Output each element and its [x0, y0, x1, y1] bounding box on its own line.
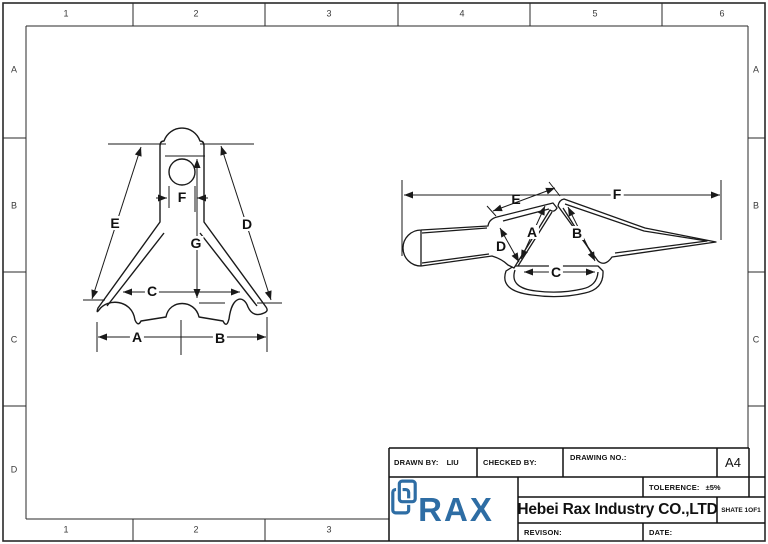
sheet-count: SHATE 1OF1	[721, 506, 761, 514]
dim-label-side-a: A	[524, 224, 540, 240]
drawing-no-label: DRAWING NO.:	[570, 453, 627, 462]
company-name: Hebei Rax Industry CO.,LTD	[518, 501, 717, 518]
dim-label-front-e: E	[108, 215, 122, 231]
dim-label-front-a: A	[129, 329, 145, 345]
drawn-by-label: DRAWN BY:	[394, 458, 439, 467]
front-dimensions	[83, 143, 282, 355]
tolerance-label: TOLERENCE:	[649, 482, 700, 492]
grid-col-bottom-2: 2	[193, 524, 199, 535]
grid-col-bottom-3: 3	[326, 524, 332, 535]
dim-label-front-c: C	[144, 283, 160, 299]
grid-row-right-c: C	[752, 334, 760, 345]
grid-col-4: 4	[459, 8, 465, 19]
grid-col-bottom-1: 1	[63, 524, 69, 535]
logo-text: RAX	[418, 490, 494, 528]
checked-by-cell: CHECKED BY:	[483, 448, 561, 477]
front-hole	[168, 158, 196, 186]
grid-col-2: 2	[193, 8, 199, 19]
drawn-by-value: LIU	[446, 458, 459, 467]
dim-label-front-d: D	[239, 216, 255, 232]
grid-row-d: D	[10, 464, 18, 475]
grid-col-3: 3	[326, 8, 332, 19]
grid-row-c: C	[10, 334, 18, 345]
drawn-by-cell: DRAWN BY: LIU	[394, 448, 476, 477]
sheet-count-cell: SHATE 1OF1	[717, 497, 765, 523]
dim-label-front-g: G	[188, 235, 204, 251]
sheet-size-cell: A4	[717, 448, 749, 477]
dim-label-front-f: F	[175, 189, 189, 205]
date-cell: DATE:	[649, 523, 761, 541]
grid-col-5: 5	[592, 8, 598, 19]
dim-label-side-b: B	[569, 225, 585, 241]
dim-label-side-f: F	[610, 186, 624, 202]
company-cell: Hebei Rax Industry CO.,LTD	[518, 497, 717, 523]
grid-row-a: A	[10, 64, 18, 75]
grid-row-b: B	[10, 200, 18, 211]
dim-label-side-c: C	[548, 264, 564, 280]
sheet-size-value: A4	[725, 455, 741, 470]
grid-col-1: 1	[63, 8, 69, 19]
date-label: DATE:	[649, 527, 673, 537]
dim-label-front-b: B	[212, 330, 228, 346]
tolerance-value: ±5%	[705, 482, 721, 492]
revision-label: REVISON:	[524, 527, 562, 537]
revision-cell: REVISON:	[524, 523, 639, 541]
grid-row-right-a: A	[752, 64, 760, 75]
grid-row-right-b: B	[752, 200, 760, 211]
drawing-no-cell: DRAWING NO.:	[570, 448, 715, 482]
dim-label-side-e: E	[511, 191, 521, 207]
side-view	[402, 198, 717, 298]
title-block-lines	[388, 447, 765, 541]
dim-label-side-d: D	[495, 238, 507, 254]
checked-by-label: CHECKED BY:	[483, 458, 537, 467]
grid-col-6: 6	[719, 8, 725, 19]
company-logo: RAX	[390, 478, 517, 540]
tolerance-cell: TOLERENCE: ±5%	[649, 477, 749, 497]
